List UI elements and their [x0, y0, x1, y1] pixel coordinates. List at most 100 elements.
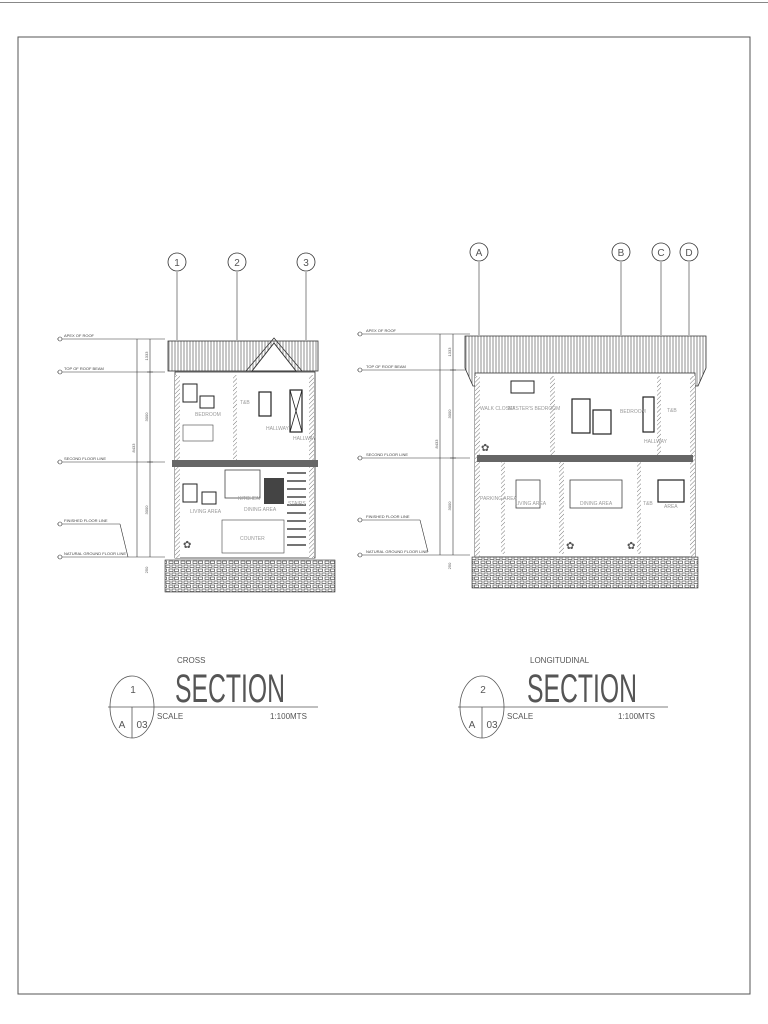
window-curtain [569, 479, 623, 509]
room-label: HALLWAY [644, 439, 668, 445]
grid-label: 3 [303, 258, 309, 269]
room-label: DINING AREA [244, 507, 277, 513]
grid-line-c: C [651, 242, 671, 335]
wall-art [199, 395, 215, 409]
dimension: 250 [144, 566, 149, 573]
section-number: 2 [480, 685, 486, 696]
sheet-letter: A [469, 720, 476, 731]
plant-icon: ✿ [566, 541, 574, 552]
stairs [287, 472, 306, 546]
room-label: HALLWAY [293, 436, 317, 442]
scale-label: SCALE [507, 712, 533, 721]
floor-slab [477, 455, 693, 462]
bed [182, 424, 214, 442]
level-label: SECOND FLOOR LINE [366, 452, 408, 457]
dimension: 3000 [144, 505, 149, 515]
dimension: 3000 [447, 501, 452, 511]
grid-line-2: 2 [227, 252, 247, 340]
wall [559, 462, 564, 554]
cross-section-title: 1 A 03 CROSS SECTION SCALE 1:100MTS [108, 656, 318, 739]
top-rule [0, 2, 768, 3]
wall [475, 376, 480, 557]
roof [167, 340, 319, 372]
level-markers [357, 331, 470, 558]
window-curtain [264, 478, 284, 504]
grid-line-a: A [469, 242, 489, 335]
plant-icon: ✿ [481, 443, 489, 454]
wall [657, 376, 661, 456]
room-label: COUNTER [240, 536, 265, 542]
plant-icon: ✿ [183, 540, 191, 551]
room-label: HALLWAY [266, 426, 290, 432]
scale-value: 1:100MTS [618, 712, 655, 721]
level-label: NATURAL GROUND FLOOR LINE [64, 551, 126, 556]
sheet-number: 03 [136, 720, 148, 731]
longitudinal-section-title: 2 A 03 LONGITUDINAL SECTION SCALE 1:100M… [458, 656, 668, 739]
level-label: NATURAL GROUND FLOOR LINE [366, 549, 428, 554]
wall [501, 462, 505, 554]
room-label: DINING AREA [580, 501, 613, 507]
room-label: LIVING AREA [515, 501, 547, 507]
room-label: BEDROOM [195, 412, 221, 418]
room-label: AREA [664, 504, 678, 510]
grid-line-b: B [611, 242, 631, 335]
dimension: 8433 [434, 439, 439, 449]
floor-slab [172, 460, 318, 467]
wall-art [510, 380, 535, 394]
wall-art [571, 398, 591, 434]
level-label: FINISHED FLOOR LINE [366, 514, 410, 519]
room-label: T&B [240, 400, 250, 406]
section-subtitle: CROSS [177, 656, 205, 665]
room-label: T&B [643, 501, 653, 507]
level-label: APEX OF ROOF [64, 333, 95, 338]
scale-value: 1:100MTS [270, 712, 307, 721]
cross-section: 1 2 3 APEX OF ROOF TOP OF ROOF BEAM SECO… [57, 252, 336, 593]
dimension: 3000 [144, 412, 149, 422]
grid-line-d: D [679, 242, 699, 335]
sheet-border [17, 36, 751, 995]
room-label: MASTER'S BEDROOM [508, 406, 560, 412]
dimension: 1333 [144, 351, 149, 361]
section-number: 1 [130, 685, 136, 696]
dimension: 3000 [447, 409, 452, 419]
cabinet [224, 469, 261, 499]
plant-icon: ✿ [627, 541, 635, 552]
wall-art [258, 391, 272, 417]
wall-art [592, 409, 612, 435]
room-label: PARKING AREA [480, 496, 518, 502]
grid-label: 2 [234, 258, 240, 269]
room-label: WALK CLOSET [480, 406, 515, 412]
grid-label: C [657, 248, 664, 259]
roof-gable [250, 342, 298, 372]
grid-line-3: 3 [296, 252, 316, 340]
window-curtain [515, 479, 541, 509]
grid-label: B [618, 248, 625, 259]
section-title: SECTION [175, 667, 285, 711]
wall-art [642, 396, 655, 433]
counter [221, 519, 285, 554]
wall-art [182, 383, 198, 403]
dimension: 1333 [447, 347, 452, 357]
level-markers [57, 336, 165, 560]
wall-art [182, 483, 198, 503]
sheet-number: 03 [486, 720, 498, 731]
level-label: SECOND FLOOR LINE [64, 456, 106, 461]
scale-label: SCALE [157, 712, 183, 721]
sheet-letter: A [119, 720, 126, 731]
room-label: KITCHEN [238, 496, 260, 502]
window [657, 479, 685, 503]
grid-label: A [476, 248, 483, 259]
grid-label: D [685, 248, 692, 259]
ground-foundation [471, 556, 699, 589]
section-subtitle: LONGITUDINAL [530, 656, 590, 665]
dimension: 250 [447, 562, 452, 569]
wall [233, 375, 237, 460]
section-title: SECTION [527, 667, 637, 711]
level-label: FINISHED FLOOR LINE [64, 518, 108, 523]
grid-line-1: 1 [167, 252, 187, 340]
longitudinal-section: A B C D APEX OF ROOF TOP OF RO [357, 242, 707, 589]
wall [637, 462, 641, 554]
wall [690, 376, 695, 557]
wall-art [201, 491, 217, 505]
